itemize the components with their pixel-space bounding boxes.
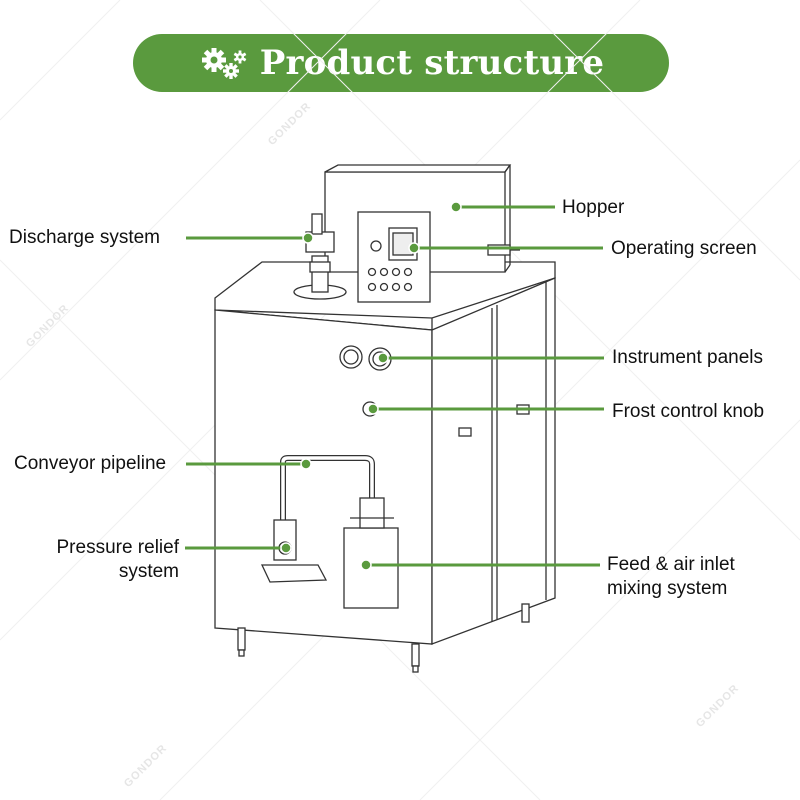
label-feed-air-inlet: Feed & air inlet mixing system [607,553,735,601]
label-feed-line1: Feed & air inlet [607,554,735,575]
header-banner: Product structure [133,34,669,92]
label-frost-control-knob: Frost control knob [612,401,765,422]
label-instrument-panels: Instrument panels [612,347,764,368]
callout-dots [280,201,462,571]
label-pressure-relief: Pressure relief system [34,536,180,584]
label-pressure-relief-line1: Pressure relief [56,537,180,558]
label-pressure-relief-line2: system [118,561,179,582]
label-conveyor-pipeline: Conveyor pipeline [14,453,167,474]
gears-icon [201,48,247,79]
label-feed-line2: mixing system [607,578,728,599]
callout-lines [185,205,604,567]
label-hopper: Hopper [562,197,625,218]
machine-body [214,164,556,673]
label-discharge-system: Discharge system [9,227,160,248]
label-operating-screen: Operating screen [611,238,757,259]
